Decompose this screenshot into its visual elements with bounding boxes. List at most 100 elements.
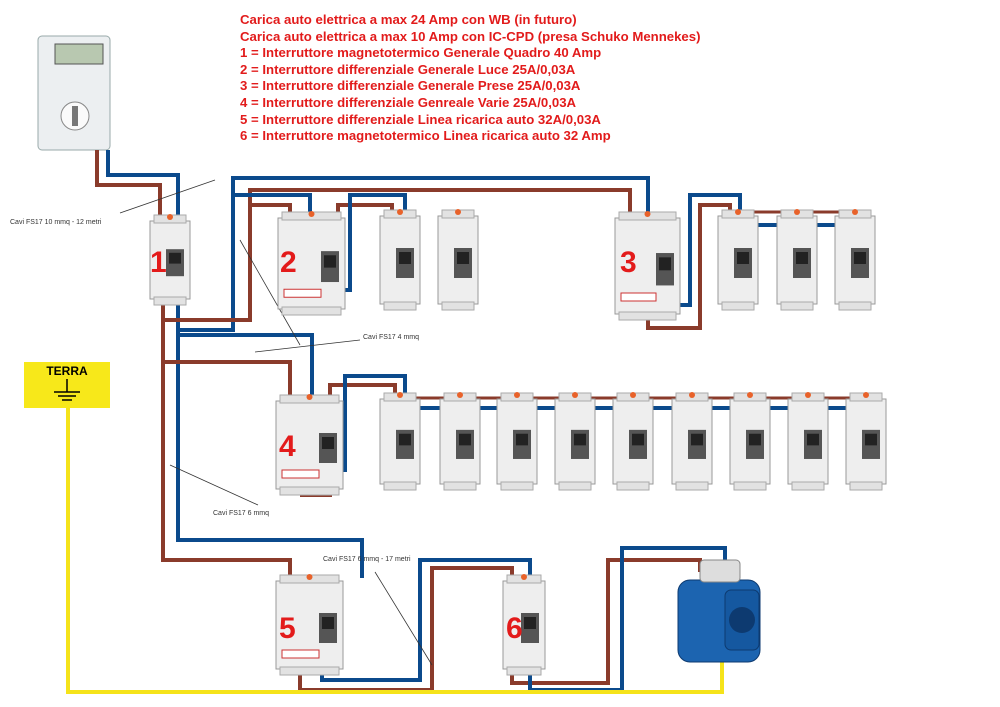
breaker-5-label: 5 [279, 612, 296, 645]
wire-b2-out-neutral [345, 193, 407, 292]
callout-line [374, 571, 433, 666]
terminal-screw [689, 392, 695, 398]
breaker-bottom-terminal [153, 296, 187, 306]
wire-b5-b6-phase [298, 566, 514, 692]
breaker-toggle [691, 433, 703, 446]
legend-line: 3 = Interruttore differenziale Generale … [240, 78, 581, 94]
branch-breaker-luce [379, 209, 421, 311]
socket-cable-gland [699, 559, 741, 583]
terminal-screw [747, 392, 753, 398]
wire-b3-out-phase [646, 203, 732, 330]
terminal-screw [455, 209, 461, 215]
callout-line [254, 339, 361, 353]
terminal-screw [794, 209, 800, 215]
breaker-toggle [399, 433, 411, 446]
wire-earth [66, 408, 724, 694]
cable-label-ricarica: Cavi FS17 6 mmq - 17 metri [323, 556, 411, 563]
breaker-toggle [749, 433, 761, 446]
wire-b6-socket-neutral [528, 546, 727, 692]
terminal-screw [852, 209, 858, 215]
test-button [620, 292, 657, 302]
breaker-2 [277, 211, 346, 316]
test-button [281, 469, 320, 479]
breaker-toggle [737, 252, 749, 264]
breaker-6-label: 6 [506, 612, 523, 645]
branch-breaker-varie [439, 392, 481, 491]
breaker-toggle [459, 433, 471, 446]
breaker-5 [275, 574, 344, 676]
branch-breaker-varie [612, 392, 654, 491]
breaker-toggle [457, 252, 469, 264]
breaker-1 [149, 214, 191, 306]
breaker-toggle [399, 252, 411, 264]
earth-label: TERRA [46, 364, 88, 378]
wire-b4-out-neutral [343, 374, 860, 472]
terminal-screw [457, 392, 463, 398]
legend-text: Carica auto elettrica a max 24 Amp con W… [240, 12, 701, 145]
branch-breaker-varie [845, 392, 887, 491]
breaker-toggle [322, 437, 334, 449]
legend-line: 1 = Interruttore magnetotermico Generale… [240, 45, 602, 61]
callout-line [239, 239, 301, 346]
branch-breaker-varie [787, 392, 829, 491]
wire-b4-neutral [178, 333, 314, 395]
breaker-bottom-terminal [791, 481, 825, 491]
callout-line [119, 179, 216, 214]
breaker-bottom-terminal [733, 481, 767, 491]
breaker-bottom-terminal [780, 301, 814, 311]
breaker-bottom-terminal [281, 306, 342, 316]
branch-breaker-prese [717, 209, 759, 311]
test-button [281, 649, 320, 659]
breaker-bottom-terminal [849, 481, 883, 491]
energy-meter [37, 35, 111, 151]
terminal-screw [863, 392, 869, 398]
breaker-bottom-terminal [616, 481, 650, 491]
breaker-4-label: 4 [279, 430, 296, 463]
breaker-bottom-terminal [383, 481, 417, 491]
socket-outlet [729, 607, 755, 633]
legend-line: 6 = Interruttore magnetotermico Linea ri… [240, 128, 611, 144]
terminal-screw [514, 392, 520, 398]
meter-knob-slot [72, 106, 78, 126]
legend-line: 4 = Interruttore differenziale Genreale … [240, 94, 577, 110]
legend-line: 5 = Interruttore differenziale Linea ric… [240, 111, 601, 127]
terminal-screw [306, 574, 313, 580]
terminal-screw [306, 394, 313, 400]
breaker-toggle [807, 433, 819, 446]
breaker-toggle [865, 433, 877, 446]
breaker-bottom-terminal [279, 666, 340, 676]
wire-main-neutral [106, 150, 180, 215]
cable-label-main: Cavi FS17 10 mmq - 12 metri [10, 219, 102, 226]
earth-terminal: TERRA [24, 362, 110, 408]
breaker-bottom-terminal [721, 301, 755, 311]
branch-breaker-prese [776, 209, 818, 311]
test-button [283, 288, 322, 298]
wire-main-phase [95, 150, 162, 215]
breaker-bottom-terminal [441, 301, 475, 311]
breaker-toggle [796, 252, 808, 264]
breaker-bottom-terminal [443, 481, 477, 491]
branch-breaker-prese [834, 209, 876, 311]
callout-line [169, 464, 259, 506]
breaker-bottom-terminal [618, 311, 677, 321]
branch-breaker-luce [437, 209, 479, 311]
breaker-bottom-terminal [383, 301, 417, 311]
breaker-1-label: 1 [150, 246, 167, 279]
breaker-bottom-terminal [506, 666, 542, 676]
breaker-bottom-terminal [500, 481, 534, 491]
terminal-screw [735, 209, 741, 215]
wire-b5-b6-neutral [320, 558, 532, 682]
branch-breaker-varie [379, 392, 421, 491]
breaker-3-label: 3 [620, 246, 637, 279]
breaker-toggle [854, 252, 866, 264]
terminal-screw [805, 392, 811, 398]
cee-socket [677, 559, 761, 663]
branch-breaker-varie [671, 392, 713, 491]
branch-breaker-varie [729, 392, 771, 491]
breaker-bottom-terminal [279, 486, 340, 496]
breaker-toggle [516, 433, 528, 446]
breaker-bottom-terminal [838, 301, 872, 311]
wire-b2-neutral [233, 193, 312, 215]
breaker-6 [502, 574, 546, 676]
